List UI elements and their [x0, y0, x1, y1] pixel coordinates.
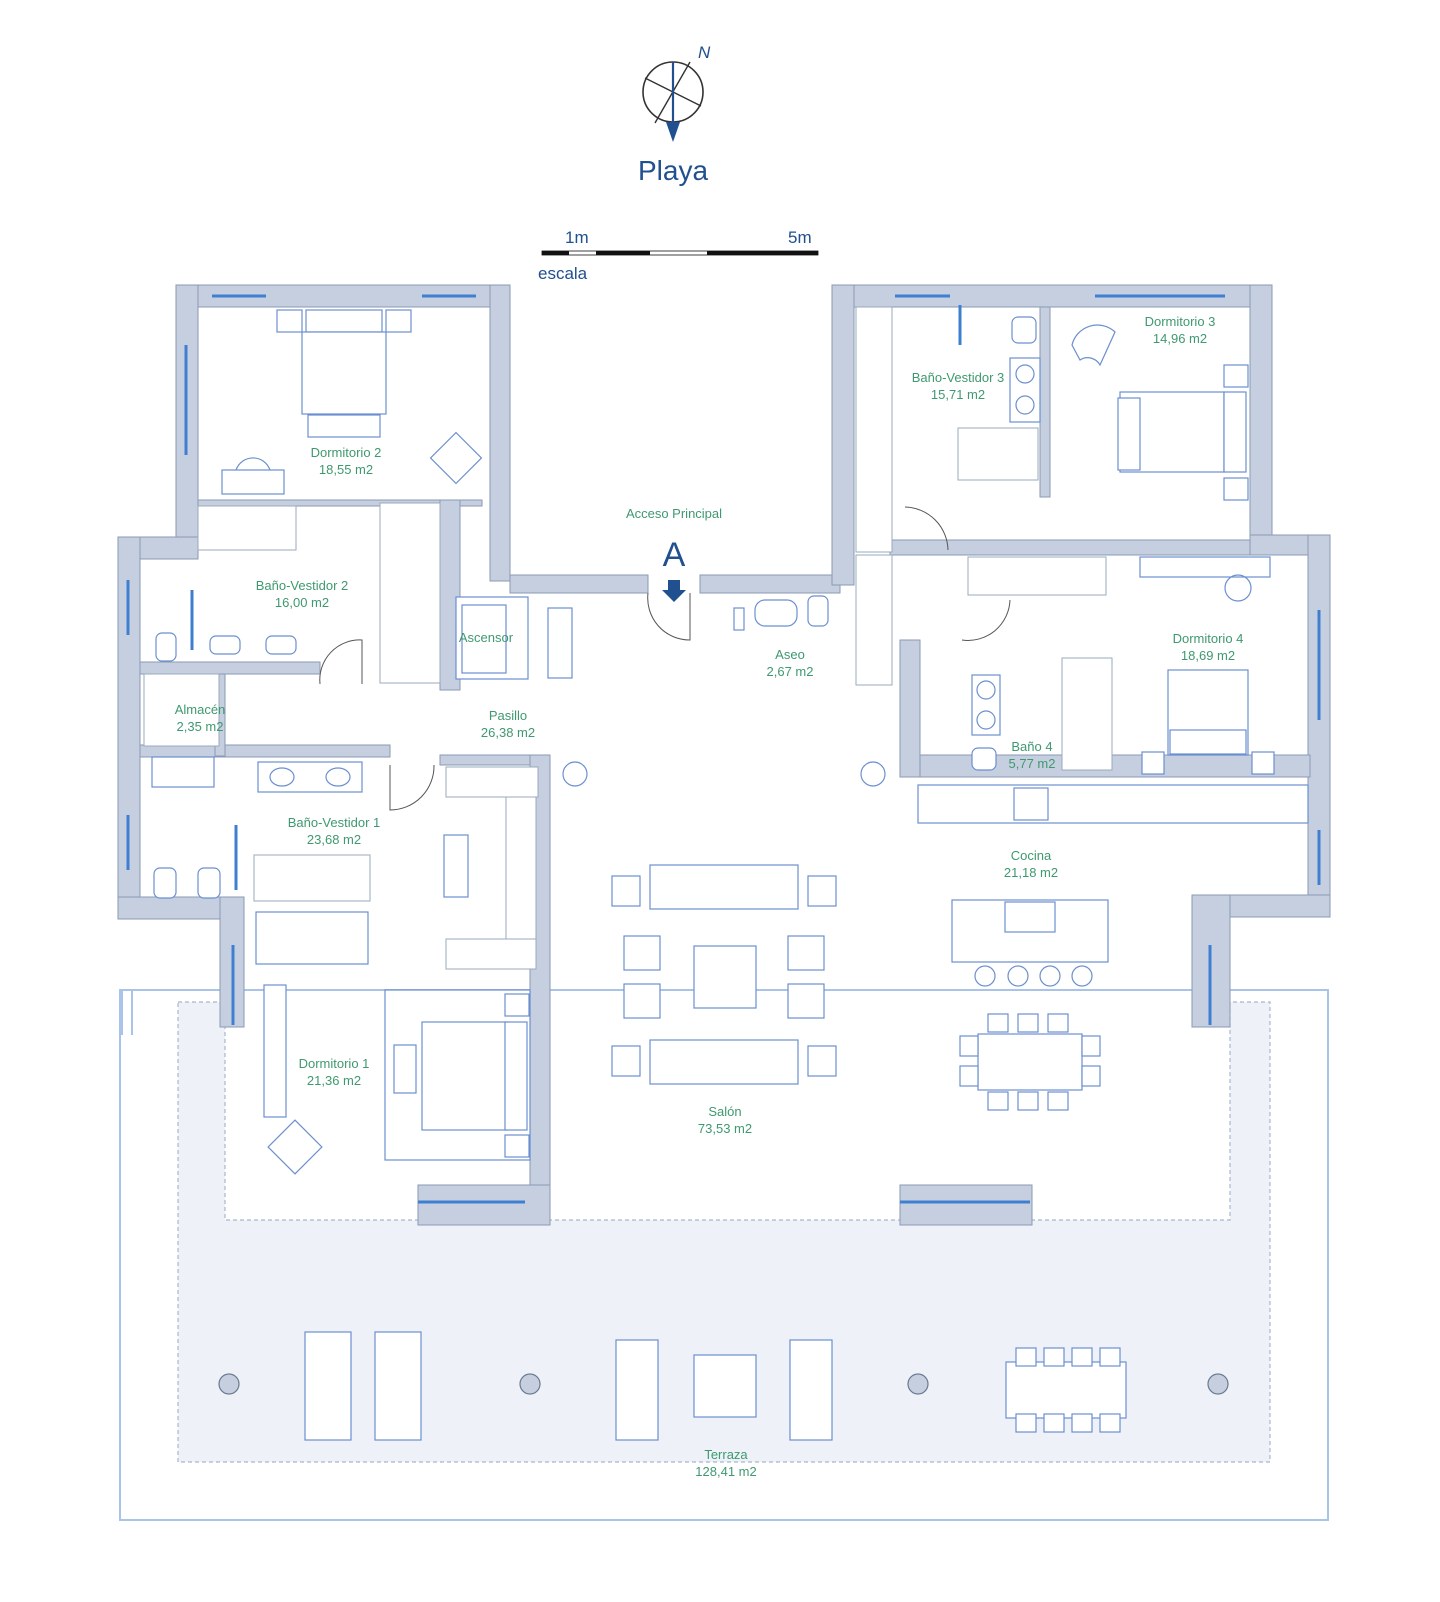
room-name-bano-vestidor-1: Baño-Vestidor 1	[288, 815, 381, 830]
windows	[126, 294, 1321, 1204]
elevator	[455, 596, 573, 680]
terrace-outline	[121, 989, 133, 1035]
salon-furniture	[562, 761, 886, 1085]
room-name-terraza: Terraza	[704, 1447, 748, 1462]
room-name-almacen: Almacén	[175, 702, 226, 717]
bedroom-3-furniture	[958, 305, 1249, 501]
room-name-pasillo: Pasillo	[489, 708, 527, 723]
scale-caption: escala	[538, 264, 588, 283]
bath-2-fixtures	[155, 590, 297, 662]
doors	[319, 506, 1011, 811]
bedroom-4-furniture	[971, 556, 1275, 775]
compass-north-letter: N	[698, 43, 711, 62]
entrance-arrow-icon	[662, 580, 686, 602]
kitchen-furniture	[917, 784, 1309, 1111]
scale-bar	[541, 250, 819, 256]
room-area-salon: 73,53 m2	[698, 1121, 752, 1136]
room-labels: Dormitorio 2 18,55 m2 Baño-Vestidor 2 16…	[175, 314, 1244, 1479]
bedroom-1-furniture	[263, 984, 531, 1175]
bedroom-2-furniture	[221, 309, 483, 495]
room-name-cocina: Cocina	[1011, 848, 1052, 863]
room-area-bano-4: 5,77 m2	[1009, 756, 1056, 771]
room-area-cocina: 21,18 m2	[1004, 865, 1058, 880]
room-name-bano-vestidor-3: Baño-Vestidor 3	[912, 370, 1005, 385]
room-area-dormitorio-3: 14,96 m2	[1153, 331, 1207, 346]
closets	[143, 306, 1113, 970]
room-name-bano-4: Baño 4	[1011, 739, 1052, 754]
room-name-dormitorio-1: Dormitorio 1	[299, 1056, 370, 1071]
room-name-dormitorio-2: Dormitorio 2	[311, 445, 382, 460]
room-name-salon: Salón	[708, 1104, 741, 1119]
room-name-dormitorio-3: Dormitorio 3	[1145, 314, 1216, 329]
aseo-fixtures	[733, 595, 829, 631]
room-name-dormitorio-4: Dormitorio 4	[1173, 631, 1244, 646]
room-area-terraza: 128,41 m2	[695, 1464, 756, 1479]
room-name-ascensor: Ascensor	[459, 630, 514, 645]
room-area-aseo: 2,67 m2	[767, 664, 814, 679]
room-area-dormitorio-2: 18,55 m2	[319, 462, 373, 477]
room-area-dormitorio-4: 18,69 m2	[1181, 648, 1235, 663]
room-area-almacen: 2,35 m2	[177, 719, 224, 734]
destination-label: Playa	[638, 155, 708, 186]
compass-icon	[642, 61, 704, 142]
room-area-bano-vestidor-3: 15,71 m2	[931, 387, 985, 402]
entrance-label: Acceso Principal	[626, 506, 722, 521]
room-area-dormitorio-1: 21,36 m2	[307, 1073, 361, 1088]
bath-1-fixtures	[151, 756, 469, 965]
room-name-bano-vestidor-2: Baño-Vestidor 2	[256, 578, 349, 593]
room-name-aseo: Aseo	[775, 647, 805, 662]
room-area-bano-vestidor-1: 23,68 m2	[307, 832, 361, 847]
scale-label-1m: 1m	[565, 228, 589, 247]
scale-label-5m: 5m	[788, 228, 812, 247]
entrance-marker-letter: A	[663, 536, 686, 574]
room-area-pasillo: 26,38 m2	[481, 725, 535, 740]
terrace-furniture	[218, 1331, 1229, 1441]
room-area-bano-vestidor-2: 16,00 m2	[275, 595, 329, 610]
